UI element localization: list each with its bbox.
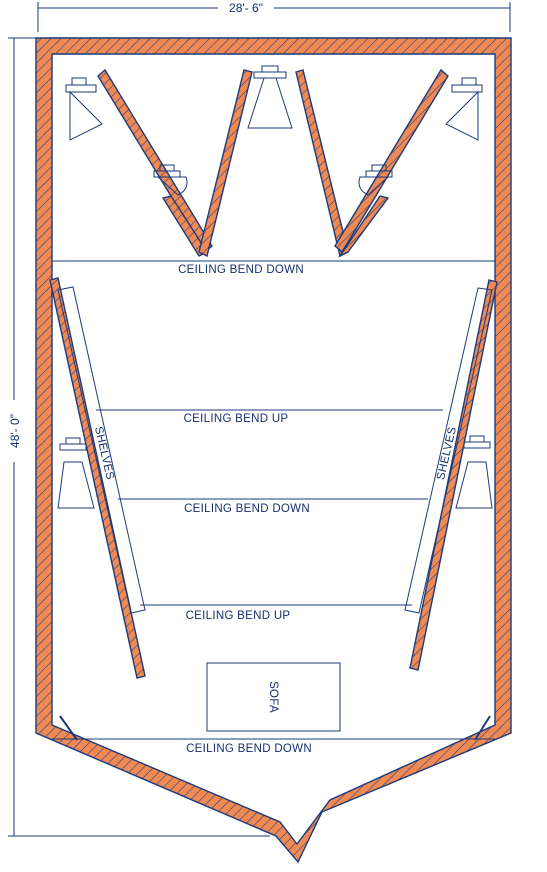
sofa-label: SOFA xyxy=(267,681,279,713)
ceiling-bend-1-label: CEILING BEND DOWN xyxy=(178,264,304,276)
speaker-side-left xyxy=(57,437,95,509)
rear-left-mark xyxy=(59,715,78,741)
ceiling-bend-4: CEILING BEND UP xyxy=(140,604,412,622)
width-dimension-label: 28'- 6" xyxy=(229,1,263,15)
ceiling-bend-3-label: CEILING BEND DOWN xyxy=(184,503,310,515)
rear-right-mark xyxy=(474,715,491,741)
depth-dimension-label: 48'- 0" xyxy=(8,414,22,448)
speaker-front-right xyxy=(445,77,483,141)
right-side-wall xyxy=(409,279,498,671)
speaker-mid-right xyxy=(358,164,393,196)
left-side-wall xyxy=(49,277,146,679)
ceiling-bend-1: CEILING BEND DOWN xyxy=(52,260,495,276)
ceiling-bend-2-label: CEILING BEND UP xyxy=(184,413,289,425)
sofa: SOFA xyxy=(206,662,341,732)
speaker-front-left xyxy=(65,77,103,141)
ceiling-bend-5-label: CEILING BEND DOWN xyxy=(186,743,312,755)
ceiling-bend-2: CEILING BEND UP xyxy=(96,409,443,425)
width-dimension: 28'- 6" xyxy=(37,0,511,32)
front-zigzag-wall xyxy=(97,68,449,258)
outer-wall xyxy=(35,37,512,864)
speaker-mid-left xyxy=(153,164,188,196)
ceiling-bend-3: CEILING BEND DOWN xyxy=(118,498,428,515)
speaker-side-right xyxy=(455,435,493,509)
speaker-front-center xyxy=(247,65,293,129)
ceiling-bend-4-label: CEILING BEND UP xyxy=(186,610,291,622)
depth-dimension: 48'- 0" xyxy=(4,37,270,837)
ceiling-bend-5: CEILING BEND DOWN xyxy=(52,738,495,755)
